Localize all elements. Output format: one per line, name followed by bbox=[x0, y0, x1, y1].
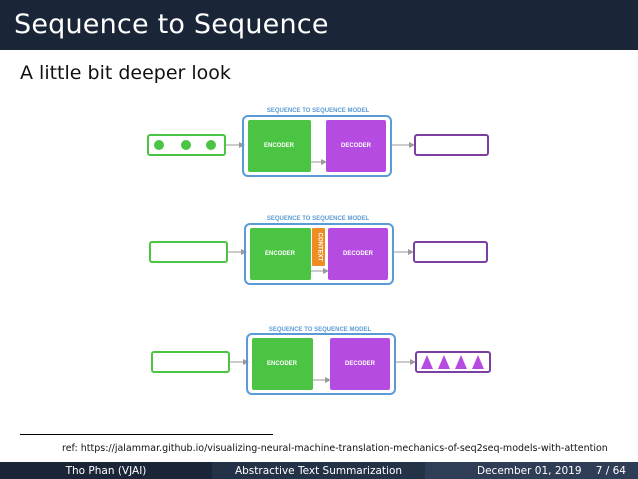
footer-page-number: 7 / 64 bbox=[595, 464, 626, 477]
input-token-icon bbox=[154, 140, 164, 150]
encoder-label: ENCODER bbox=[264, 143, 295, 149]
decoder-label: DECODER bbox=[345, 361, 376, 367]
output-token-icon bbox=[438, 355, 450, 369]
model-label: SEQUENCE TO SEQUENCE MODEL bbox=[267, 108, 370, 114]
decoder-label: DECODER bbox=[341, 143, 372, 149]
model-label: SEQUENCE TO SEQUENCE MODEL bbox=[267, 216, 370, 222]
decoder-block bbox=[330, 338, 390, 390]
model-box bbox=[246, 333, 396, 395]
footer-author-text: Tho Phan (VJAI) bbox=[65, 464, 147, 477]
input-sequence-box bbox=[149, 241, 228, 263]
model-box bbox=[242, 115, 392, 177]
input-sequence-box bbox=[151, 351, 230, 373]
output-token-icon bbox=[455, 355, 467, 369]
diagram-1: SEQUENCE TO SEQUENCE MODEL ENCODER DECOD… bbox=[147, 108, 489, 177]
diagram-3: SEQUENCE TO SEQUENCE MODEL ENCODER DECOD… bbox=[151, 327, 491, 395]
footer-bar: Tho Phan (VJAI) Abstractive Text Summari… bbox=[0, 462, 638, 479]
slide-title: Sequence to Sequence bbox=[14, 9, 329, 40]
encoder-block bbox=[252, 338, 313, 390]
encoder-block bbox=[250, 228, 311, 280]
decoder-block bbox=[328, 228, 388, 280]
footer-title: Abstractive Text Summarization bbox=[212, 462, 425, 479]
title-bar: Sequence to Sequence bbox=[0, 0, 638, 50]
footnote-rule bbox=[20, 434, 273, 435]
output-sequence-box bbox=[415, 351, 491, 373]
footer-date-text: December 01, 2019 bbox=[477, 464, 582, 477]
footer-title-text: Abstractive Text Summarization bbox=[234, 464, 403, 477]
encoder-label: ENCODER bbox=[265, 251, 296, 257]
context-vector-block bbox=[312, 228, 325, 266]
output-token-icon bbox=[472, 355, 484, 369]
output-token-icon bbox=[421, 355, 433, 369]
model-box bbox=[244, 223, 394, 285]
diagram-2: SEQUENCE TO SEQUENCE MODEL ENCODER CONTE… bbox=[149, 216, 488, 285]
input-token-icon bbox=[181, 140, 191, 150]
output-sequence-box bbox=[414, 134, 489, 156]
output-sequence-box bbox=[413, 241, 488, 263]
footer-author: Tho Phan (VJAI) bbox=[0, 462, 212, 479]
encoder-label: ENCODER bbox=[267, 361, 298, 367]
context-label: CONTEXT bbox=[317, 233, 323, 262]
input-token-icon bbox=[206, 140, 216, 150]
slide-subtitle: A little bit deeper look bbox=[20, 62, 231, 84]
model-label: SEQUENCE TO SEQUENCE MODEL bbox=[269, 327, 372, 333]
decoder-block bbox=[326, 120, 386, 172]
decoder-label: DECODER bbox=[343, 251, 374, 257]
footer-date: December 01, 2019 7 / 64 bbox=[425, 462, 638, 479]
encoder-block bbox=[248, 120, 311, 172]
footnote-reference: ref: https://jalammar.github.io/visualiz… bbox=[62, 443, 608, 454]
